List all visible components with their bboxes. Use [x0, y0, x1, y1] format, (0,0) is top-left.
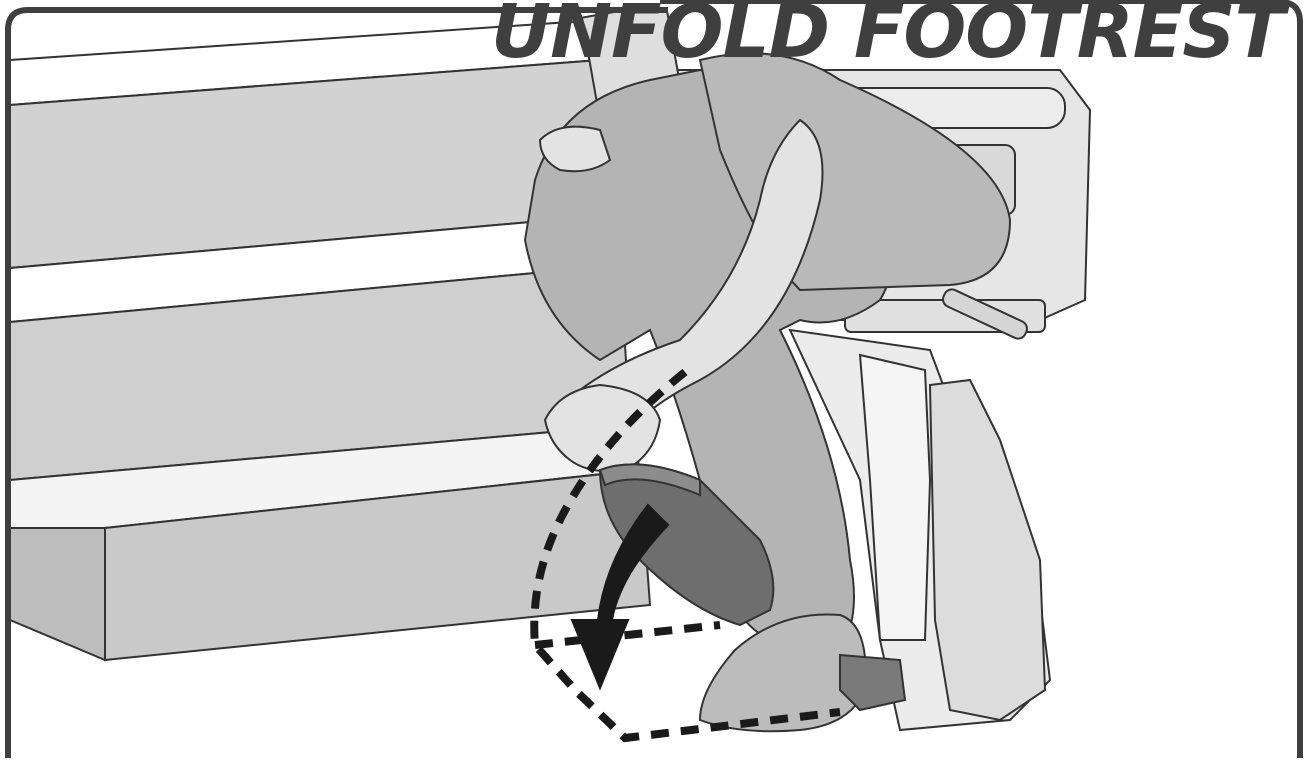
chair-carriage-panel: [860, 355, 930, 640]
person-left-hand: [540, 127, 610, 172]
chair-rail-housing: [930, 380, 1045, 720]
stair-side-3: [10, 528, 105, 660]
staircase: [10, 20, 650, 660]
page-title: UNFOLD FOOTREST: [491, 0, 1284, 72]
